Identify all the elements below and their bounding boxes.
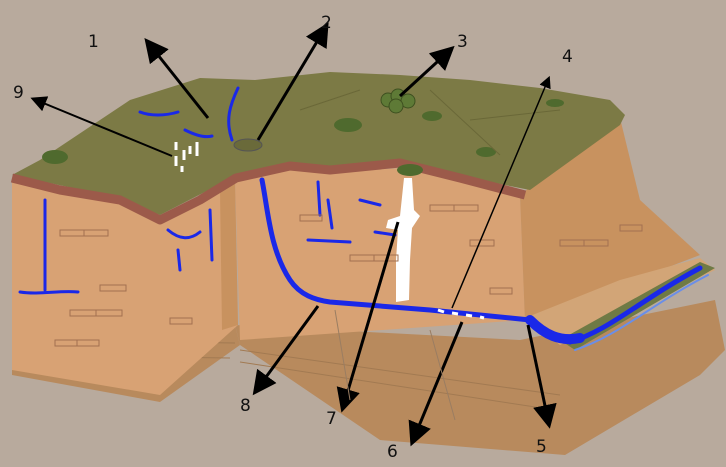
arrow-6: [408, 321, 464, 447]
arrow-7: [336, 221, 400, 413]
rock-bedding-bricks: [54, 204, 643, 347]
label-6: 6: [387, 442, 398, 462]
rain-marks: [174, 142, 199, 172]
pointer-arrows: [30, 22, 557, 447]
label-7: 7: [326, 409, 337, 429]
arrow-9: [30, 96, 173, 157]
label-2: 2: [321, 13, 332, 33]
tree-cluster-icon: [380, 88, 416, 114]
faint-guide-lines: [334, 309, 456, 421]
arrow-1: [144, 37, 210, 119]
sinkhole-depression: [233, 138, 263, 152]
cave-void: [386, 178, 420, 302]
arrow-3: [398, 45, 455, 98]
valley-floor: [525, 258, 715, 345]
spring-marks: [437, 308, 485, 320]
surface-plateau: [12, 72, 625, 215]
arrow-2: [256, 22, 329, 141]
rock-face-left: [12, 178, 238, 395]
label-3: 3: [457, 32, 468, 52]
arrow-5: [526, 324, 557, 429]
cave-conduits: [18, 177, 533, 323]
label-8: 8: [240, 396, 251, 416]
surface-streams: [138, 86, 240, 142]
valley-river: [525, 265, 709, 351]
label-4: 4: [562, 47, 573, 67]
surface-vegetation: [42, 99, 564, 176]
label-5: 5: [536, 437, 547, 457]
arrow-8: [252, 305, 320, 396]
label-9: 9: [13, 83, 24, 103]
surface-crack-lines: [299, 89, 561, 156]
arrow-4: [451, 75, 551, 309]
rock-face-shadow: [220, 180, 238, 330]
label-1: 1: [88, 32, 99, 52]
